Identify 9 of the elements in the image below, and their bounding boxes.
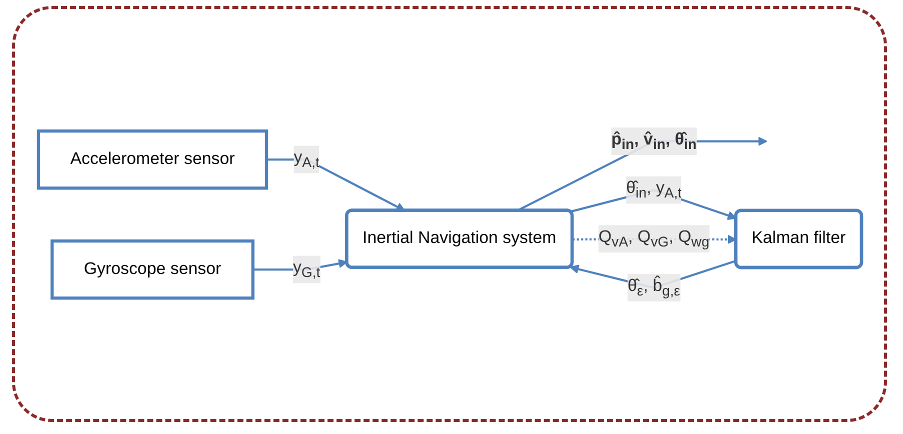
edge-label: θ̂$_{ε}$, b̂$_{g,ε}$ [627, 278, 680, 299]
node-box [36, 130, 268, 190]
edge-label: p̂$_{in}$, v̂$_{in}$, θ̂$_{in}$ [610, 131, 696, 152]
edge-label: θ̂$_{in}$, y$_{A,t}$ [626, 180, 682, 202]
edge-label: y$_{G,t}$ [292, 259, 320, 281]
dashed-frame: y$_{A,t}$ y$_{G,t}$ p̂$_{in}$, v̂$_{in}$, θ̂$_{in}$ θ̂$_{ε}$, b̂$_{g,ε}$ θ̂$_{in}$, y$_{A,t}$ Q$_{vA}$, Q$_{vG}$, Q$_{wg}$ Accelerometer sensor Gyroscope sensor Inertial Navigation system Kalman filter [12, 6, 887, 422]
edge-label: y$_{A,t}$ [293, 149, 319, 171]
node-box [50, 240, 254, 300]
edge-label: Q$_{vA}$, Q$_{vG}$, Q$_{wg}$ [598, 228, 709, 250]
